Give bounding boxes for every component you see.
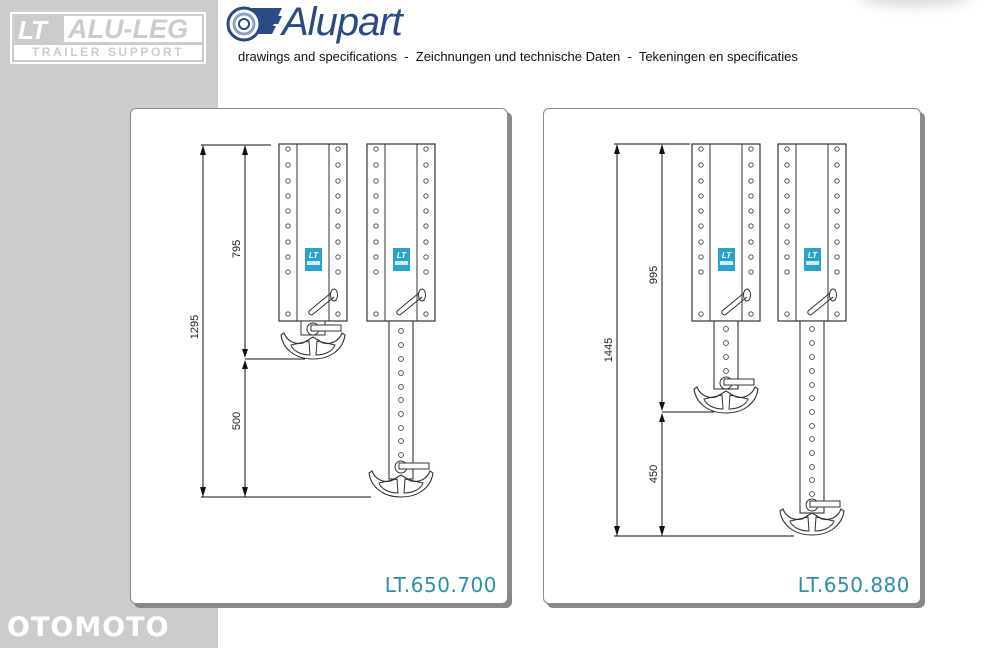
wheel-wing-icon <box>226 6 282 42</box>
leg-retracted <box>278 143 348 360</box>
model-label: LT.650.700 <box>384 573 497 597</box>
dimension-lines <box>201 144 371 498</box>
page-subtitle: drawings and specifications - Zeichnunge… <box>238 49 798 64</box>
leg-retracted <box>691 143 761 414</box>
dimension-extension: 450 <box>648 465 660 483</box>
dimension-extension: 500 <box>231 412 243 430</box>
alupart-logo <box>226 6 282 42</box>
alu-leg-logo: LT ALU-LEG TRAILER SUPPORT <box>10 12 206 64</box>
dimension-total: 1445 <box>603 338 615 362</box>
logo-lt-text: LT <box>18 15 47 45</box>
drawing-panel-lt-650-700: LT <box>130 108 508 604</box>
logo-alu-leg-text: ALU-LEG <box>68 14 188 44</box>
technical-drawing: LT <box>189 143 436 498</box>
dimension-lines <box>614 143 794 537</box>
leg-extended <box>366 143 436 498</box>
leg-extended <box>777 143 847 536</box>
dimension-retracted: 795 <box>231 240 243 258</box>
otomoto-watermark: OTOMOTO <box>7 612 170 643</box>
dimension-total: 1295 <box>189 315 201 339</box>
drawing-panel-lt-650-880: 1445 995 450 LT.650.880 <box>543 108 921 604</box>
decorative-shadow <box>860 0 970 6</box>
technical-drawing: 1445 995 450 <box>603 143 847 537</box>
logo-tagline: TRAILER SUPPORT <box>31 45 185 59</box>
dimension-retracted: 995 <box>648 266 660 284</box>
alupart-wordmark: Alupart <box>282 0 403 44</box>
model-label: LT.650.880 <box>797 573 910 597</box>
